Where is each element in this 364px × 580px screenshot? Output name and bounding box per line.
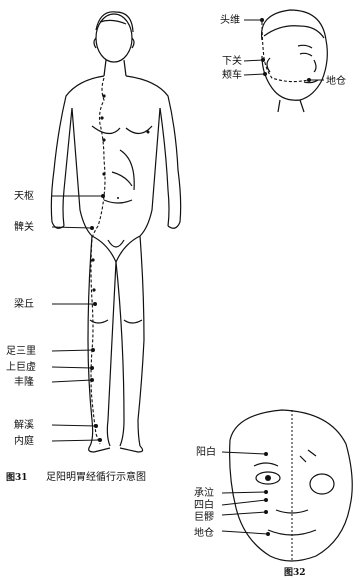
label-tianshu: 天枢 <box>14 189 34 202</box>
label-biguan: 髀关 <box>14 220 34 233</box>
label-touwei: 头维 <box>220 13 240 26</box>
body-figure <box>51 12 180 452</box>
figure31-caption: 足阳明胃经循行示意图 <box>46 470 146 483</box>
label-juliao: 巨髎 <box>194 511 214 523</box>
head-side-figure <box>244 10 327 112</box>
label-chengqi: 承泣 <box>194 486 214 499</box>
label-xiaguan: 下关 <box>222 54 242 67</box>
label-neiting: 内庭 <box>14 434 34 447</box>
label-dicang-side: 地仓 <box>326 74 346 87</box>
figure32-caption: 图32 <box>284 567 306 578</box>
label-jiache: 颊车 <box>222 68 242 81</box>
label-yangbai: 阳白 <box>196 445 216 458</box>
label-zusanli: 足三里 <box>6 345 36 357</box>
label-jiexi: 解溪 <box>14 418 34 431</box>
label-fenglong: 丰隆 <box>14 375 34 388</box>
label-shangjuxu: 上巨虚 <box>6 361 36 373</box>
figure31-number: 图31 <box>6 472 28 483</box>
label-liangqiu: 梁丘 <box>14 297 34 310</box>
face-front-figure <box>222 410 352 561</box>
label-dicang-front: 地仓 <box>194 526 214 539</box>
label-sibai: 四白 <box>194 498 214 511</box>
